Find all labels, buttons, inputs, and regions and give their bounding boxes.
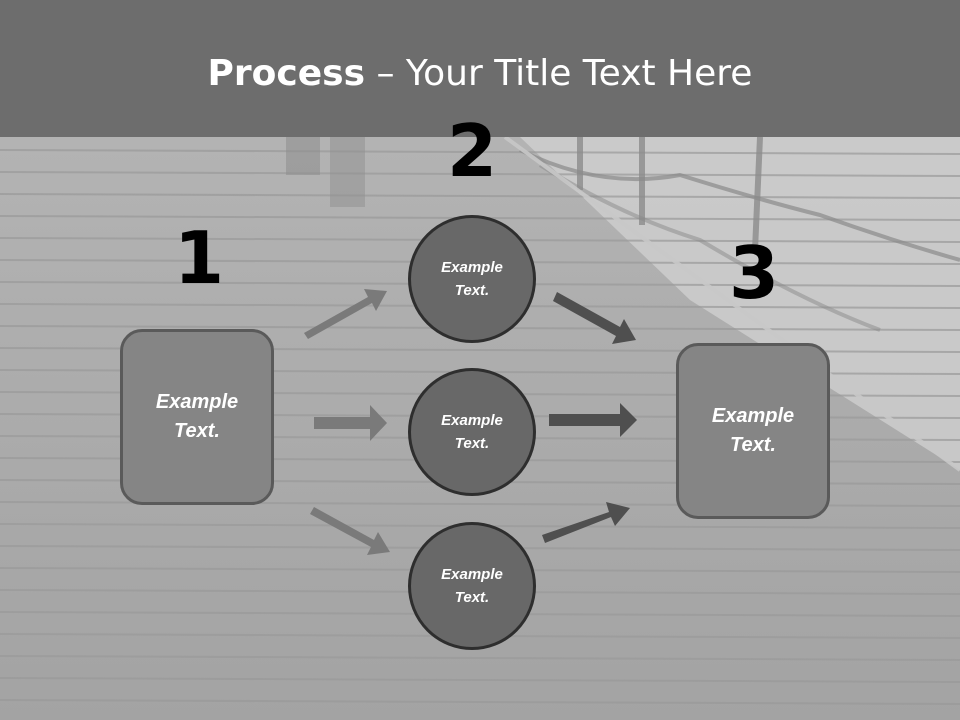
start-box: Example Text. [120,329,274,505]
step-number-1: 1 [173,216,225,300]
title-rest-part: – Your Title Text Here [365,53,753,94]
circle-bottom: Example Text. [408,522,536,650]
slide-title: Process – Your Title Text Here [0,52,960,96]
arrow-left-to-top [304,289,387,339]
step-number-2: 2 [446,109,498,193]
title-bar [0,0,960,137]
title-bold-part: Process [207,53,366,94]
arrow-bottom-to-right [542,502,630,543]
start-box-label: Example Text. [155,391,239,442]
step-number-3: 3 [728,231,780,315]
circle-bottom-label: Example Text. [441,566,503,606]
circle-middle-label: Example Text. [441,412,503,452]
circle-top-label: Example Text. [441,259,503,299]
arrow-middle-to-right [549,403,637,437]
circle-top: Example Text. [408,215,536,343]
arrow-top-to-right [553,292,636,344]
circle-middle: Example Text. [408,368,536,496]
arrow-left-to-middle [314,405,387,441]
end-box-label: Example Text. [711,405,795,456]
arrow-left-to-bottom [310,507,390,555]
end-box: Example Text. [676,343,830,519]
